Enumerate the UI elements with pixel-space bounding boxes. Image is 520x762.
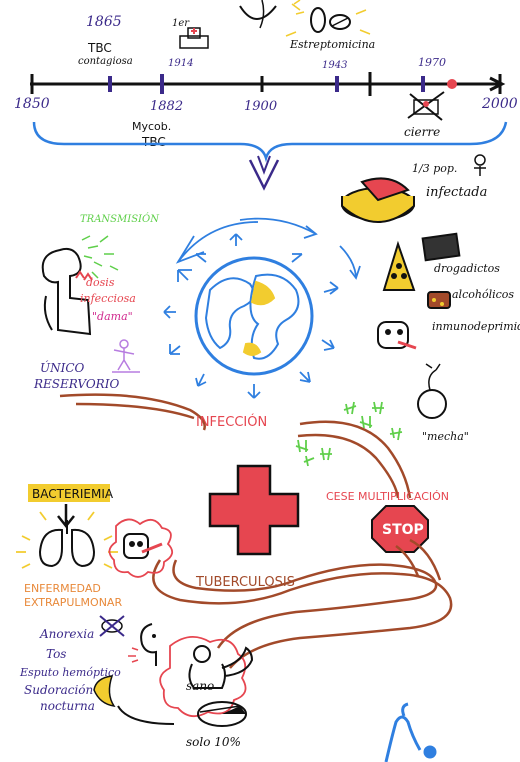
fuse-label: "mecha" xyxy=(422,430,469,443)
year-1882: 1882 xyxy=(150,99,183,114)
now-marker xyxy=(447,79,457,89)
year-1914: 1914 xyxy=(168,58,193,69)
event-1970-label: cierre xyxy=(404,125,440,139)
medical-cross-icon xyxy=(208,464,300,556)
bacteremia-label: BACTERIEMIA xyxy=(32,487,114,501)
stop-multiplication-label: CESE MULTIPLICACIÓN xyxy=(326,490,449,503)
extrapulmonary-line2: EXTRAPULMONAR xyxy=(24,596,122,609)
person-icon xyxy=(474,154,486,176)
bacteria-cluster-icon xyxy=(75,270,93,281)
year-1865: 1865 xyxy=(86,14,122,30)
healthy-person-icon xyxy=(159,636,254,718)
event-1882-line1: Mycob. xyxy=(132,120,171,133)
timeline-arrowhead xyxy=(489,76,506,92)
event-1865-line2: contagiosa xyxy=(78,56,133,67)
risk-alcoholics: alcohólicos xyxy=(452,288,514,301)
event-1882-line2: TBC xyxy=(141,135,166,149)
sick-patient-icon xyxy=(108,518,174,578)
person-outline xyxy=(41,247,92,336)
year-1970: 1970 xyxy=(418,56,446,69)
bomb-icon xyxy=(417,363,447,419)
dancer-icon xyxy=(112,339,140,373)
dose-line1: dosis xyxy=(86,276,115,289)
reservoir-line2: RESERVORIO xyxy=(33,377,119,391)
year-end: 2000 xyxy=(481,96,518,112)
timeline-brace xyxy=(32,121,508,191)
year-1900: 1900 xyxy=(244,99,277,114)
stop-sign-icon: STOP xyxy=(371,505,429,553)
event-1943-label: Estreptomicina xyxy=(289,38,375,51)
infection-path xyxy=(59,393,412,499)
crossed-plate-icon xyxy=(99,615,125,637)
healthy-label: sano xyxy=(186,679,214,693)
infected-stat: 1/3 pop. xyxy=(412,162,457,175)
stop-sign-text: STOP xyxy=(382,522,424,538)
droplets xyxy=(81,235,119,279)
antibiotic-pills-icon xyxy=(285,3,371,37)
symptom-sweat-line1: Sudoración xyxy=(24,683,93,697)
event-1914-label: 1er xyxy=(172,18,190,29)
year-start: 1850 xyxy=(14,96,50,112)
lungs-rays xyxy=(16,511,118,569)
dose-line3: "dama" xyxy=(92,310,133,323)
infected-stat-line2: infectada xyxy=(426,185,487,200)
bacteria-green xyxy=(295,401,403,467)
stethoscope-icon xyxy=(384,702,437,762)
globe-icon xyxy=(194,256,314,376)
transmission-title: TRANSMISIÓN xyxy=(80,213,160,225)
fungus-icon xyxy=(239,0,305,29)
cocaine-card-icon xyxy=(421,232,461,262)
extrapulmonary-line1: ENFERMEDAD xyxy=(24,582,101,595)
hospital-icon xyxy=(179,27,209,49)
ten-percent-pie-icon xyxy=(197,701,247,727)
event-1865-line1: TBC xyxy=(87,41,112,55)
bacteremia-highlight xyxy=(28,484,110,502)
only-ten-percent: solo 10% xyxy=(186,735,241,749)
risk-drug-users: drogadictos xyxy=(434,262,500,275)
lungs-icon xyxy=(38,520,96,568)
disease-road xyxy=(152,538,453,669)
reservoir-line1: ÚNICO xyxy=(40,359,85,375)
symptom-link-line xyxy=(117,705,175,725)
symptom-sputum: Esputo hemóptico xyxy=(19,666,121,679)
dose-line2: infecciosa xyxy=(80,292,136,305)
coughing-face-icon xyxy=(128,623,157,666)
tuberculosis-label: TUBERCULOSIS xyxy=(195,575,295,590)
symptom-cough: Tos xyxy=(46,647,66,661)
symptom-sweat-line2: nocturna xyxy=(40,699,95,713)
symptom-anorexia: Anorexia xyxy=(39,627,94,641)
year-1943: 1943 xyxy=(322,60,347,71)
infection-label: INFECCIÓN xyxy=(196,414,267,430)
timeline: 1850 2000 1865 TBC contagiosa 1882 Mycob… xyxy=(14,0,518,149)
alcohol-glass-icon xyxy=(427,291,451,309)
sick-face-icon xyxy=(377,321,417,350)
risk-factors: drogadictos alcohólicos inmunodeprimidos… xyxy=(377,232,520,443)
spread-arrows xyxy=(163,217,361,399)
moon-icon xyxy=(93,675,116,707)
population-pie-chart xyxy=(341,177,415,223)
risk-immunosuppressed: inmunodeprimidos xyxy=(432,320,520,333)
closed-hospital-icon xyxy=(407,91,445,121)
